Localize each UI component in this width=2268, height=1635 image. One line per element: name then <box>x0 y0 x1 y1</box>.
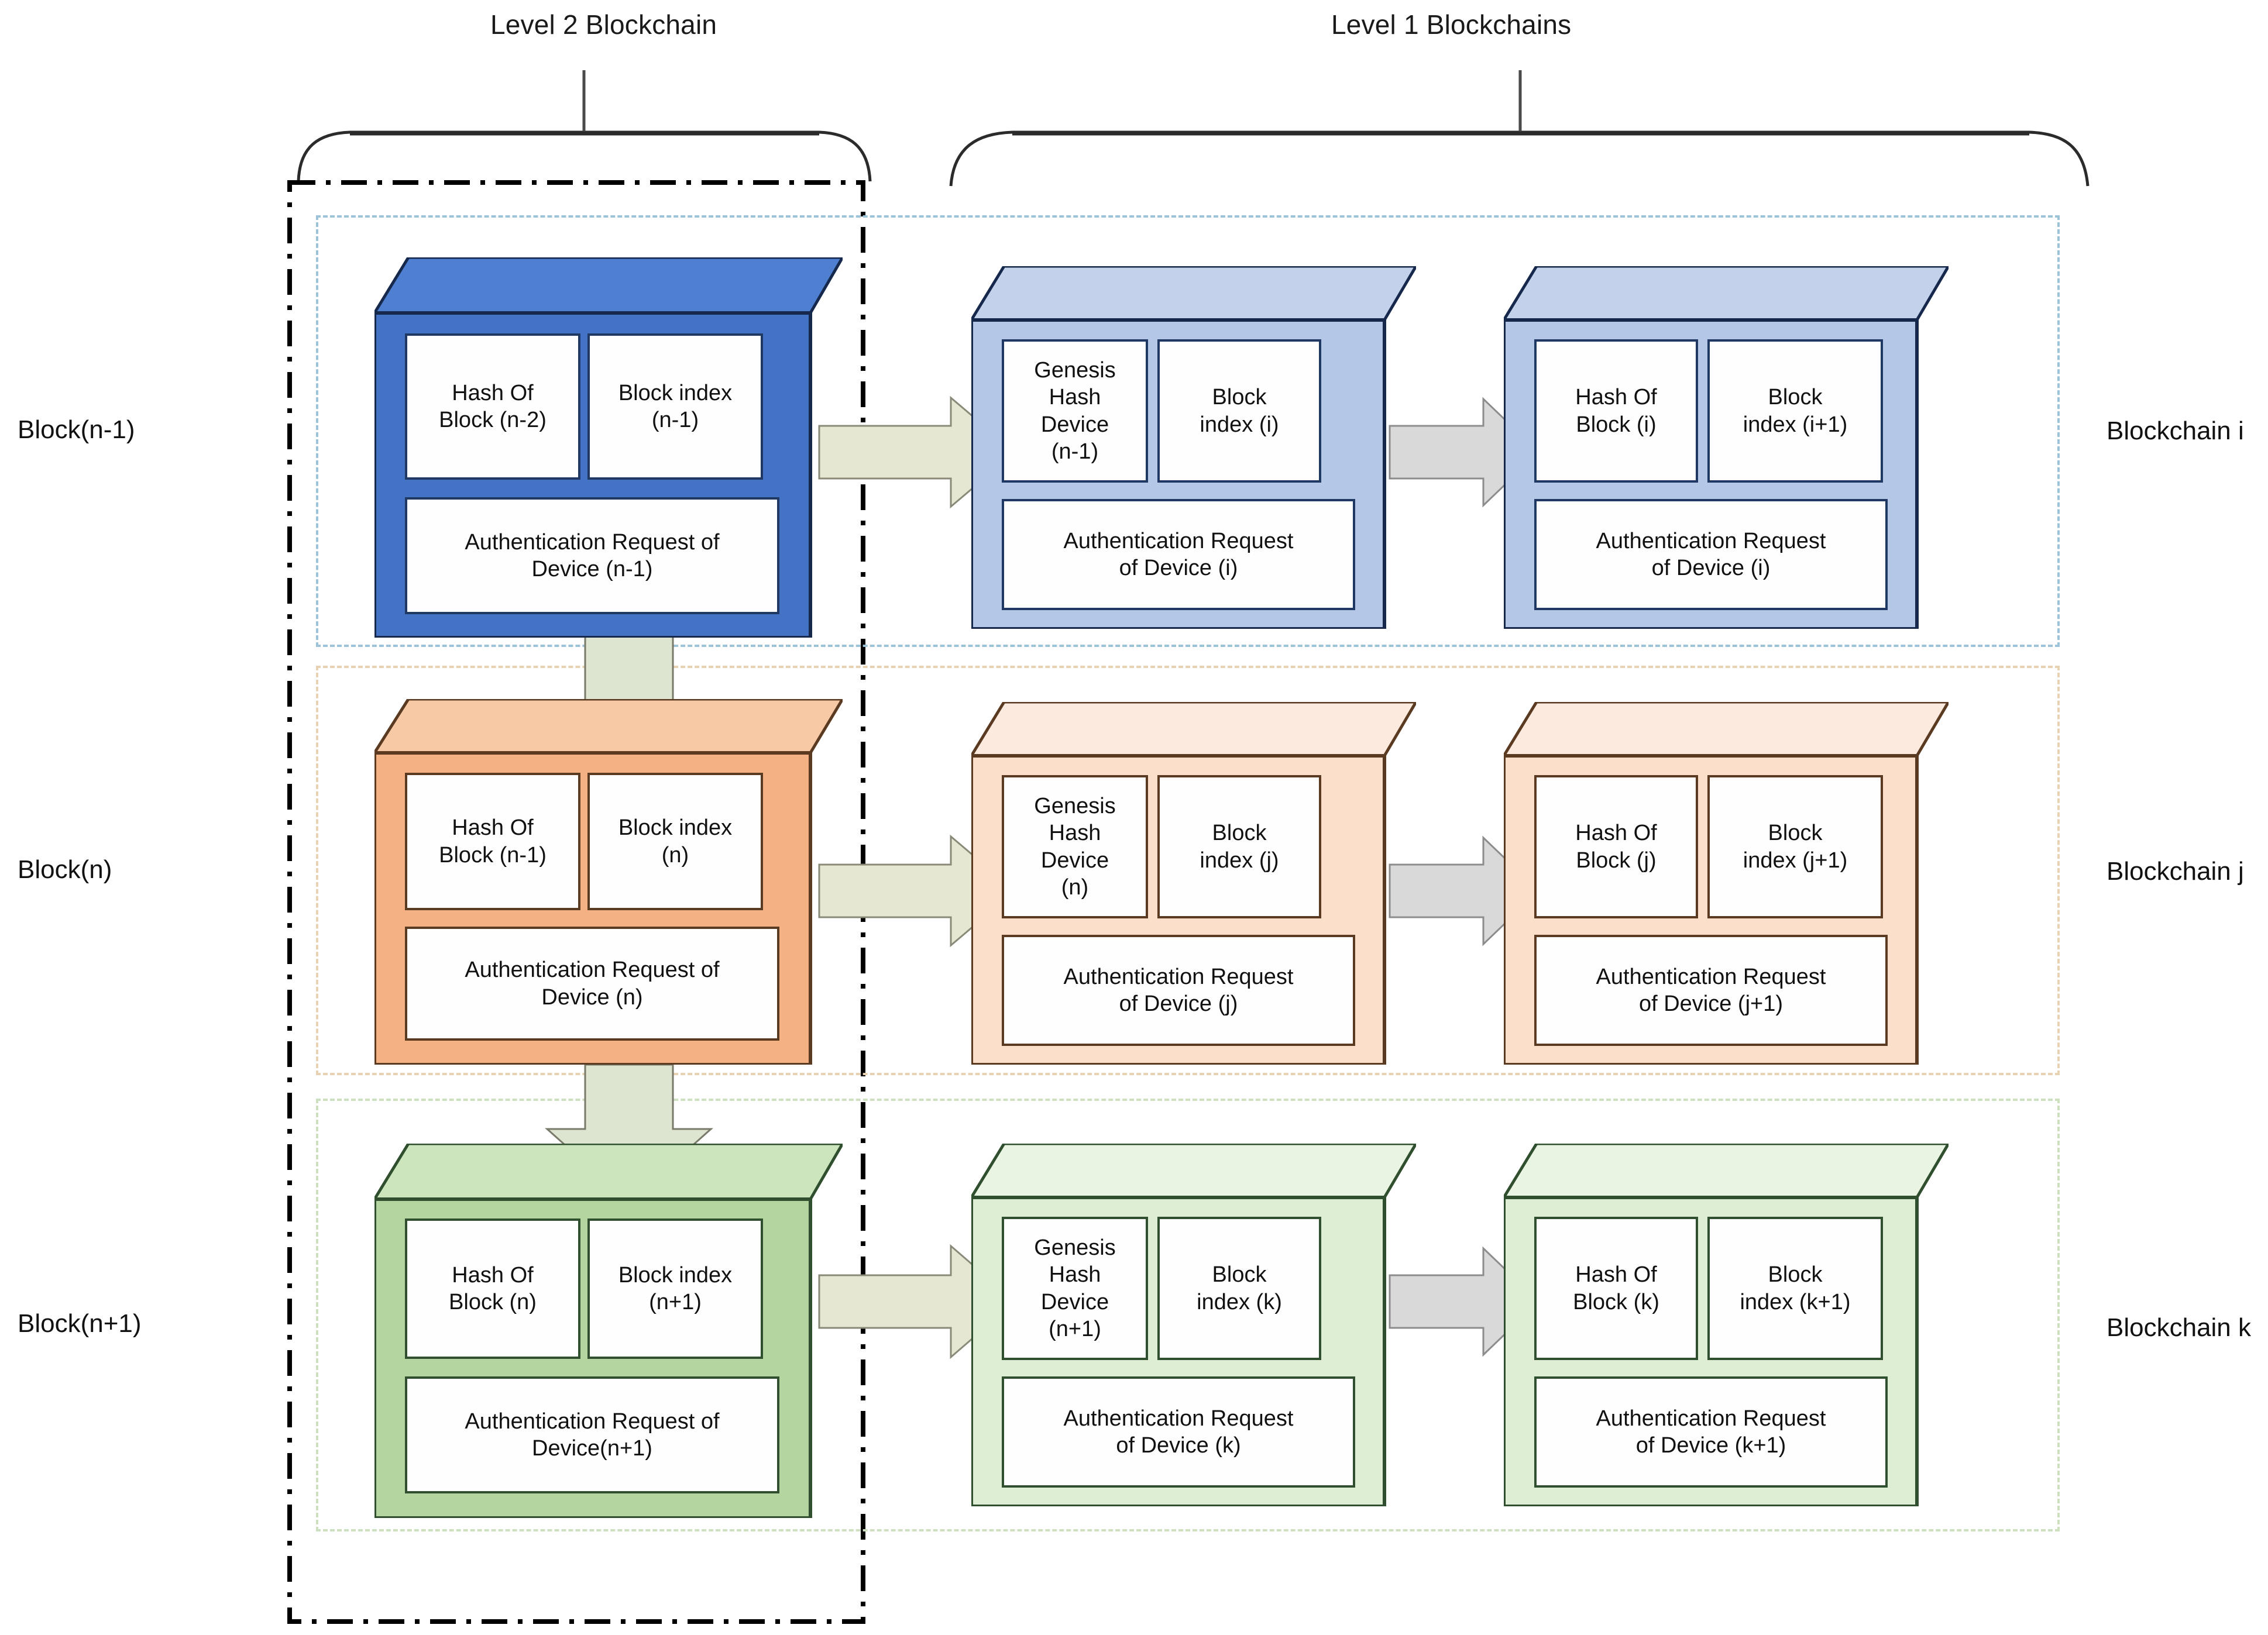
left-label-block-n-plus-1: Block(n+1) <box>18 1309 142 1338</box>
right-label-blockchain-i: Blockchain i <box>2107 417 2244 445</box>
chain-row-container-j <box>316 666 2060 1075</box>
brace-level1 <box>949 70 2090 187</box>
section-title-level1: Level 1 Blockchains <box>1331 9 1572 40</box>
cell-block-index: Block index(n) <box>587 773 763 910</box>
left-label-block-n: Block(n) <box>18 855 112 884</box>
brace-level2 <box>297 70 872 182</box>
cell-block-index: Block index(n-1) <box>587 333 763 480</box>
right-label-blockchain-k: Blockchain k <box>2107 1313 2252 1342</box>
section-title-level2: Level 2 Blockchain <box>490 9 717 40</box>
cell-block-index: Block index(n+1) <box>587 1218 763 1359</box>
chain-row-container-i <box>316 215 2060 647</box>
chain-row-container-k <box>316 1099 2060 1531</box>
left-label-block-n-minus-1: Block(n-1) <box>18 415 135 444</box>
right-label-blockchain-j: Blockchain j <box>2107 857 2244 886</box>
